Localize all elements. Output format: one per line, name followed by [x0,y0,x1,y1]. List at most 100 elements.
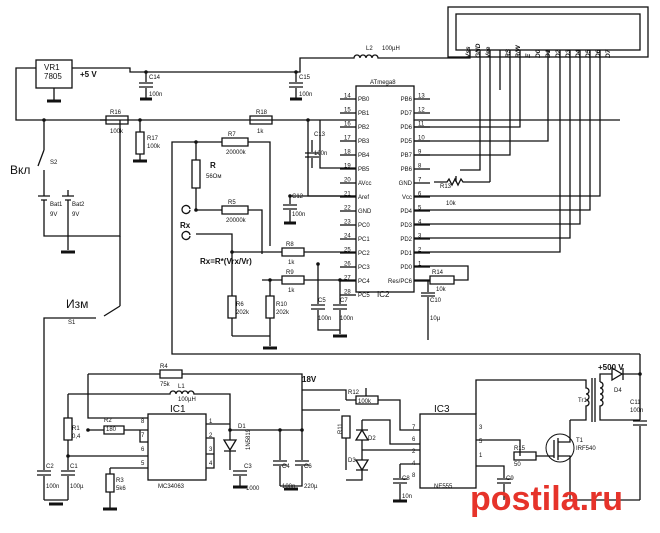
bat1-value: 9V [50,212,57,218]
atmega-pin-number: 26 [344,262,351,268]
wire-rs [414,50,511,156]
r16-label: R16 [110,110,122,116]
r7-value: 20000k [226,150,247,156]
r17-label: R17 [147,136,159,142]
atmega-pin-number: 23 [344,220,351,226]
ic1-pin-number: 2 [209,433,213,439]
wire-ic1-right [206,423,230,469]
lcd-pin-label: R/W [515,45,522,59]
atmega-pin-name: PD5 [400,139,412,145]
l2-value: 100µH [382,46,400,52]
r15-label: R15 [514,446,526,452]
r3-resistor [105,467,148,508]
s1-switch [43,236,121,430]
wire-ic1-pin6 [139,430,148,443]
lcd-pin-label: Vss [465,46,472,58]
r4-value: 75k [160,382,171,388]
atmega-pin-name: PC5 [358,293,370,299]
r5-resistor [196,205,263,254]
c3-capacitor [233,470,247,486]
rx-label: Rx [180,221,191,230]
atmega-pin-name: PB1 [358,111,370,117]
ic3-body [419,413,477,489]
wire-rx [196,233,282,253]
s2-switch [37,120,45,190]
wire-pd4 [414,50,591,211]
ic1-pin-number: 6 [141,447,145,453]
bat2-battery [62,190,74,250]
junction-dots [42,70,642,458]
formula-label: Rx=R*(Vrx/Vr) [200,257,252,266]
r12-potentiometer [346,395,420,431]
wire-ic3-out [476,439,521,456]
c10-value: 10µ [430,316,441,322]
r2-resistor [88,425,148,435]
c6-label: C6 [304,464,312,470]
ic1-part: MC34063 [158,484,185,490]
ic3-pin-number: 1 [479,453,483,459]
measurement-network: R16 100k R17 100k R18 1k C13 100n R7 200… [100,110,356,350]
r11-resistor [341,415,351,470]
wire-main-rail [15,67,620,121]
d1-diode [222,430,238,470]
atmega-pin-name: PC4 [358,279,370,285]
r6-value: 202k [236,310,250,316]
c4-capacitor [273,430,287,486]
ic1-pin-number: 4 [209,461,213,467]
r9-resistor [262,275,356,285]
atmega-pin-number: 19 [344,164,351,170]
r10-label: R10 [276,302,288,308]
atmega-pin-name: PB6 [401,97,413,103]
tr1-primary [475,379,590,421]
c10-capacitor [421,280,435,340]
c8-label: C8 [402,476,410,482]
ic1-body [147,413,207,481]
atmega-pin-number: 4 [418,220,422,226]
l1-label: L1 [178,384,185,390]
r13-value: 10k [446,201,457,207]
atmega-pin-name: PD0 [400,265,412,271]
atmega-pin-name: PC1 [358,237,370,243]
atmega-pin-name: PC2 [358,251,370,257]
r12-value: 100k [358,399,372,405]
ic1-pin-number: 3 [209,447,213,453]
lcd-bus-wires: R13 10k R14 10k C10 10µ [414,50,601,340]
c1-value: 100µ [70,484,84,490]
s2-label: S2 [50,160,58,166]
battery-switch-section: Вкл S2 Bat1 9V Bat2 9V Изм S1 [10,120,121,430]
wire-pd5 [414,50,549,142]
atmega-pin-name: PD7 [400,111,412,117]
c5-value: 100n [318,316,331,322]
c4-label: C4 [282,464,290,470]
atmega-pin-number: 17 [344,136,351,142]
c14-label: C14 [149,75,161,81]
ic3-pin-number: 4 [412,461,416,467]
atmega-pin-name: PD4 [400,209,412,215]
t1-part: IRF540 [576,446,596,452]
atmega-pin-number: 7 [418,178,422,184]
r15-resistor [513,451,548,461]
c15-capacitor [289,72,303,98]
atmega-pin-number: 15 [344,108,351,114]
atmega-pin-name: GND [358,209,372,215]
wire-avcc [319,120,356,169]
lcd-pin-label: RS [505,48,512,58]
c1-label: C1 [70,464,78,470]
atmega-pin-number: 14 [344,94,351,100]
c7-label: C7 [340,298,348,304]
wire-vcc-d7 [414,50,601,197]
wire-ic3-left [362,419,420,451]
ic3-pin-number: 5 [479,439,483,445]
ic3-label: IC3 [434,404,450,415]
r8-resistor [281,247,356,257]
c9-label: C9 [506,476,514,482]
d3-label: D3 [348,458,356,464]
c8-capacitor [393,464,407,500]
r18-value: 1k [257,129,264,135]
wire-pd3 [414,50,581,225]
reference-resistor [191,142,201,210]
